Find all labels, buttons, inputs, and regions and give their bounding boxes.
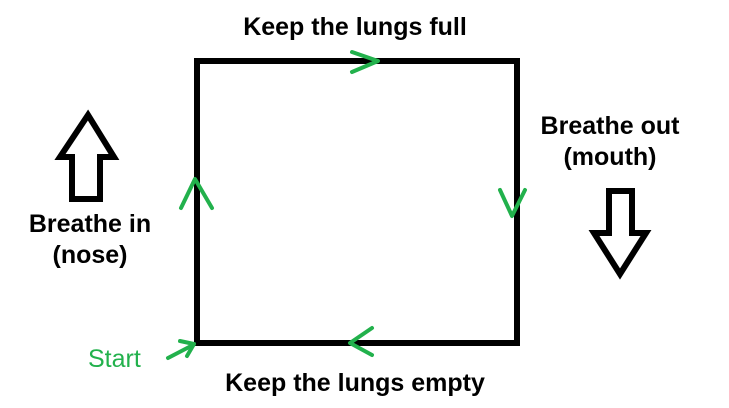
hold-full-label: Keep the lungs full — [243, 13, 467, 41]
start-label: Start — [88, 345, 141, 373]
top-direction-chevron-icon — [350, 50, 380, 74]
left-direction-chevron-icon — [179, 177, 214, 210]
exhale-label-line2: (mouth) — [563, 143, 657, 171]
start-pointer-icon — [166, 339, 196, 360]
breathing-square — [194, 58, 520, 346]
hold-empty-label: Keep the lungs empty — [225, 369, 485, 397]
exhale-label-line1: Breathe out — [540, 112, 680, 140]
down-block-arrow-icon — [588, 188, 652, 280]
right-direction-chevron-icon — [498, 188, 527, 218]
inhale-label-line2: (nose) — [52, 241, 128, 269]
inhale-label-line1: Breathe in — [28, 210, 152, 238]
exhale-label: Breathe out (mouth) — [525, 111, 695, 173]
bottom-direction-chevron-icon — [348, 326, 374, 357]
up-block-arrow-icon — [54, 109, 120, 202]
inhale-label: Breathe in (nose) — [10, 209, 170, 271]
